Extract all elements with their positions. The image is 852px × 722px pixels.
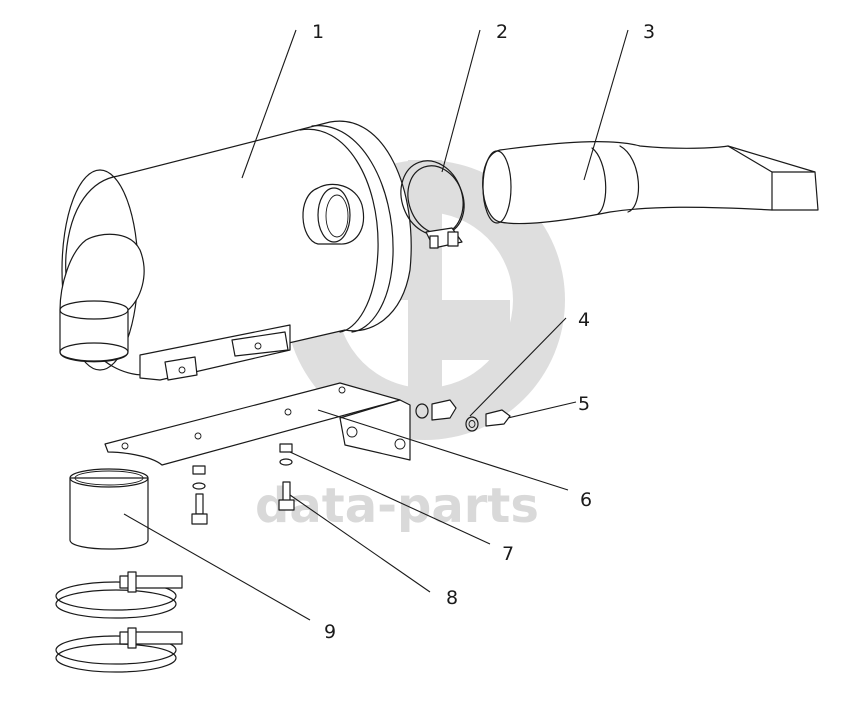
sleeve-clamp-upper [55,571,183,619]
watermark-text: data-parts [255,478,539,534]
callout-8: 8 [446,587,458,609]
hose-clamp [400,160,465,249]
callout-6: 6 [580,489,592,511]
support-bracket [104,382,411,466]
callout-2: 2 [496,21,508,43]
air-filter-housing [59,120,412,381]
fastener-stack-left [191,465,208,525]
fastener-stack-right [278,443,295,511]
leader-lines [123,29,629,621]
callout-4: 4 [578,309,590,331]
sleeve-clamp-lower [55,627,183,673]
callout-5: 5 [578,393,590,415]
intake-hose [482,141,819,225]
callout-9: 9 [324,621,336,643]
callout-3: 3 [643,21,655,43]
washer-and-bolt [415,399,511,432]
callout-7: 7 [502,543,514,565]
rubber-sleeve [69,468,149,550]
callout-1: 1 [312,21,324,43]
